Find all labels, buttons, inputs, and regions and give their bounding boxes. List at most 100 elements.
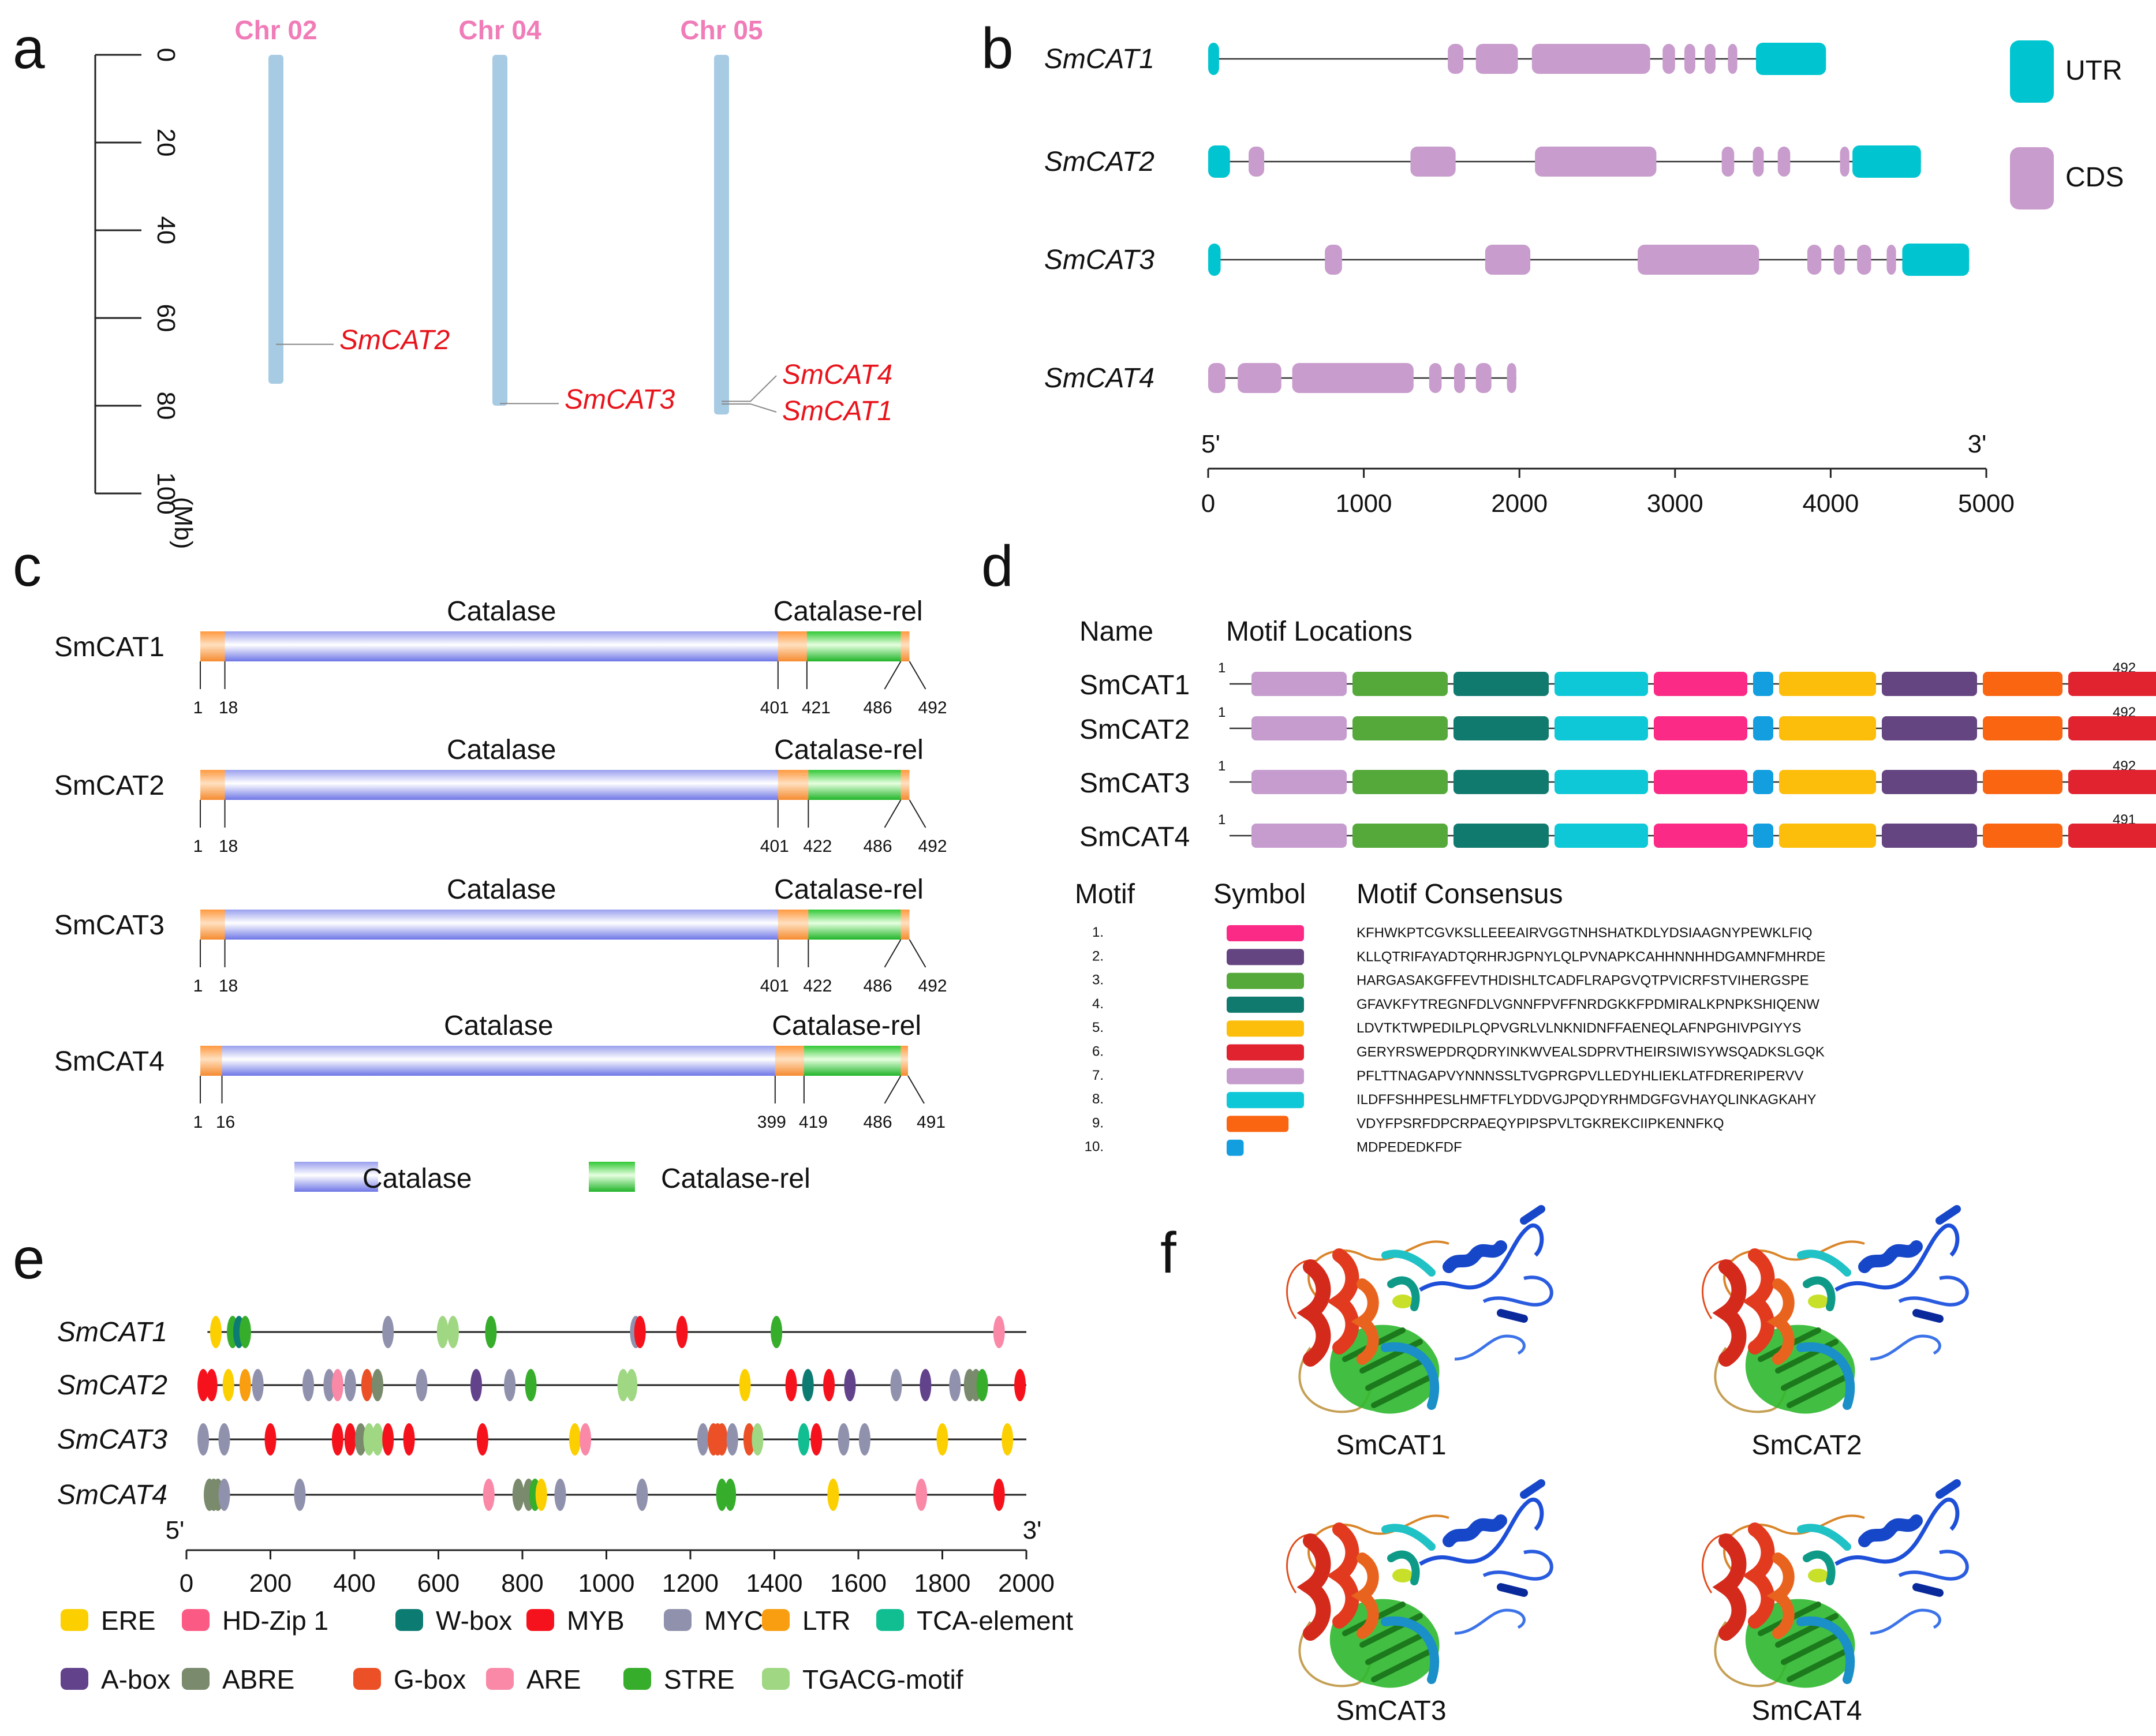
legend-catalase-label: Catalase (363, 1163, 472, 1194)
motif-block (1882, 824, 1977, 848)
promoter-tick-label: 0 (180, 1569, 193, 1597)
cis-element-mark (1014, 1369, 1026, 1401)
residue-position: 492 (918, 976, 947, 996)
residue-position: 422 (803, 837, 832, 856)
legend-label: MYB (567, 1606, 625, 1636)
protein-name: SmCAT3 (54, 910, 165, 941)
bp-tick-label: 0 (1201, 489, 1215, 518)
motif-consensus: GFAVKFYTREGNFDLVGNNFPVFFNRDGKKFPDMIRALKP… (1357, 997, 1819, 1012)
cis-element-mark (936, 1423, 948, 1456)
legend-label: G-box (394, 1664, 466, 1694)
promoter-tick-label: 400 (333, 1569, 375, 1597)
panel-label-a: a (13, 16, 45, 81)
panel-label-b: b (981, 16, 1014, 81)
motif-block (1882, 672, 1977, 696)
chromosome-label: Chr 04 (458, 15, 541, 45)
blue-coil (1482, 1275, 1553, 1307)
gene-label: SmCAT1 (782, 396, 892, 426)
chromosome-bar (714, 55, 729, 415)
motif-number: 1. (1092, 925, 1104, 940)
residue-position: 486 (863, 976, 892, 996)
mb-tick-label: 60 (152, 304, 180, 332)
motif-symbol (1227, 996, 1304, 1013)
legend-catalase-rel-label: Catalase-rel (661, 1163, 810, 1194)
cis-element-mark (210, 1316, 222, 1348)
motif-block (1555, 770, 1648, 794)
residue-tick (884, 1075, 902, 1104)
legend-swatch (353, 1668, 381, 1690)
chromosome-label: Chr 02 (234, 15, 317, 45)
motif-block (1983, 770, 2062, 794)
legend-label: HD-Zip 1 (222, 1606, 328, 1636)
cis-element-mark (716, 1423, 728, 1456)
motif-block (1983, 672, 2062, 696)
residue-position: 486 (863, 1113, 892, 1132)
cis-element-mark (331, 1369, 343, 1401)
utr-exon (1755, 43, 1826, 75)
legend-swatch (526, 1609, 554, 1631)
bp-tick-label: 3000 (1647, 489, 1703, 518)
blue-strand (1796, 1342, 1855, 1410)
motif-block (1352, 716, 1448, 740)
motif-start: 1 (1218, 705, 1225, 720)
promoter-tick-label: 1800 (914, 1569, 971, 1597)
motif-symbol (1227, 1020, 1304, 1037)
cds-exon (1238, 363, 1281, 393)
protein-3d-structure (1286, 1479, 1553, 1688)
protein-3d-structure (1702, 1205, 1969, 1414)
five-prime-label: 5' (166, 1516, 185, 1544)
residue-position: 1 (193, 837, 203, 856)
motif-block (1654, 672, 1747, 696)
residue-tick (909, 939, 926, 968)
promoter-tick-label: 1000 (578, 1569, 635, 1597)
legend-swatch (61, 1609, 88, 1631)
residue-position: 401 (760, 976, 789, 996)
catalase-rel-domain (808, 770, 901, 800)
blue-coil (1834, 1224, 1960, 1292)
cis-element-mark (743, 1423, 755, 1456)
motif-block (1753, 824, 1773, 848)
blue-coil (1870, 1608, 1941, 1635)
chromosome-bar (268, 55, 283, 384)
cds-exon (1325, 245, 1342, 275)
blue-strand (1381, 1342, 1440, 1410)
cis-element-mark (354, 1423, 367, 1456)
cis-element-mark (716, 1479, 728, 1511)
panel-label-c: c (13, 534, 42, 598)
protein-name: SmCAT3 (1079, 768, 1190, 799)
motif-block (1779, 716, 1876, 740)
residue-position: 401 (760, 837, 789, 856)
motif-block (1453, 770, 1549, 794)
legend-label: UTR (2065, 55, 2123, 86)
motif-number: 8. (1092, 1091, 1104, 1107)
cis-element-mark (485, 1316, 497, 1348)
legend-header-consensus: Motif Consensus (1357, 879, 1563, 910)
residue-position: 16 (216, 1113, 235, 1132)
beta-strand (1342, 1602, 1434, 1682)
cds-exon (1638, 245, 1759, 275)
motif-number: 5. (1092, 1020, 1104, 1035)
blue-strand (1935, 1479, 1961, 1499)
motif-number: 4. (1092, 996, 1104, 1012)
cds-exon (1807, 245, 1822, 275)
cds-exon (1475, 363, 1492, 393)
blue-helix (1858, 1514, 1923, 1547)
motif-symbol (1227, 1044, 1304, 1061)
alpha-helix (1327, 1522, 1359, 1629)
motif-block (1779, 672, 1876, 696)
catalase-domain-label: Catalase (447, 596, 556, 627)
panel-label-e: e (13, 1226, 45, 1291)
residue-position: 401 (760, 698, 789, 717)
cds-exon (1857, 245, 1871, 275)
structure-label: SmCAT3 (1336, 1696, 1446, 1726)
bp-tick-label: 2000 (1491, 489, 1548, 518)
coil-loop (1723, 1514, 1865, 1577)
cis-element-mark (239, 1369, 251, 1401)
protein-3d-structure (1702, 1479, 1969, 1688)
gene-name: SmCAT3 (57, 1424, 167, 1455)
cds-exon (1249, 147, 1265, 177)
